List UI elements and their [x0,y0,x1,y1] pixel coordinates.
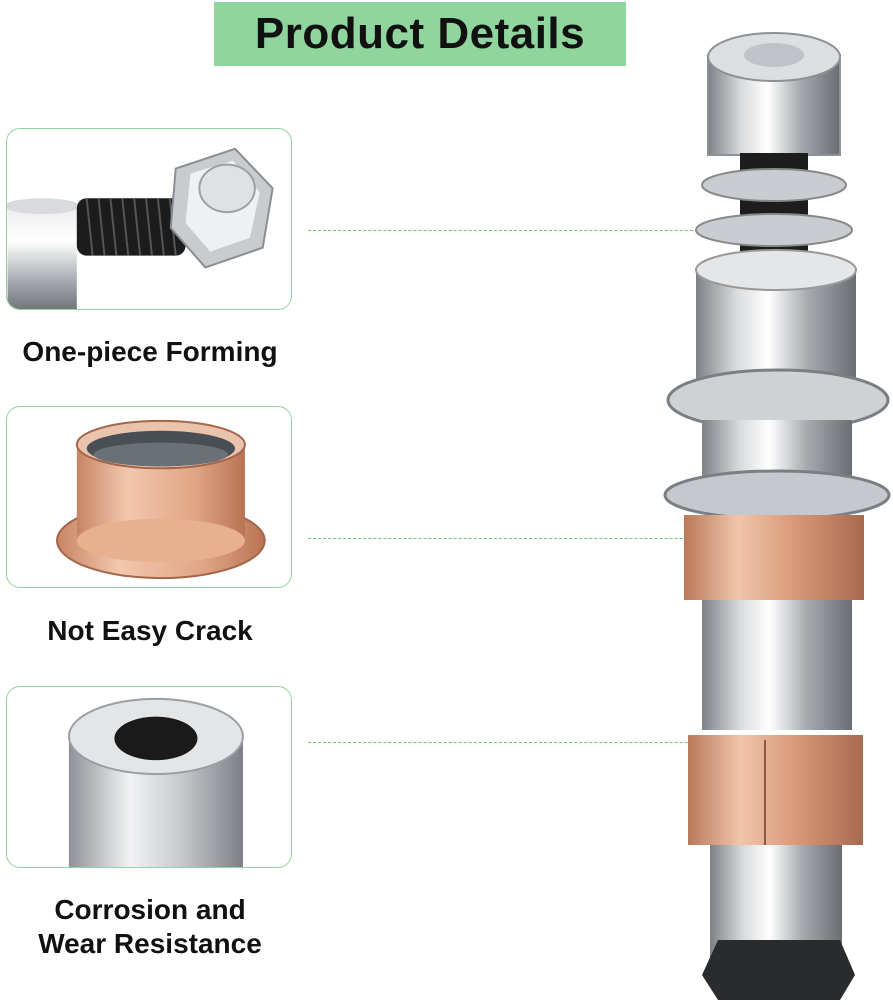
assembled-bolt-image [640,25,893,1000]
feature-card-corrosion-wear [6,686,292,868]
feature-caption-line-2: Wear Resistance [38,928,262,959]
feature-caption-line-1: Corrosion and [54,894,246,925]
feature-card-not-easy-crack [6,406,292,588]
leader-line-2 [308,538,748,539]
steel-sleeve-image [67,697,244,867]
page-title: Product Details [254,9,586,58]
bolt-nut-closeup-image [7,147,274,309]
leader-line-3 [308,742,748,743]
leader-line-1 [308,230,748,231]
feature-caption-corrosion-wear: Corrosion and Wear Resistance [0,893,300,961]
feature-card-one-piece-forming [6,128,292,310]
header-banner: Product Details [214,2,626,66]
feature-caption-not-easy-crack: Not Easy Crack [47,615,253,646]
feature-caption-one-piece-forming: One-piece Forming [22,336,278,367]
copper-bushing-image [56,419,266,580]
